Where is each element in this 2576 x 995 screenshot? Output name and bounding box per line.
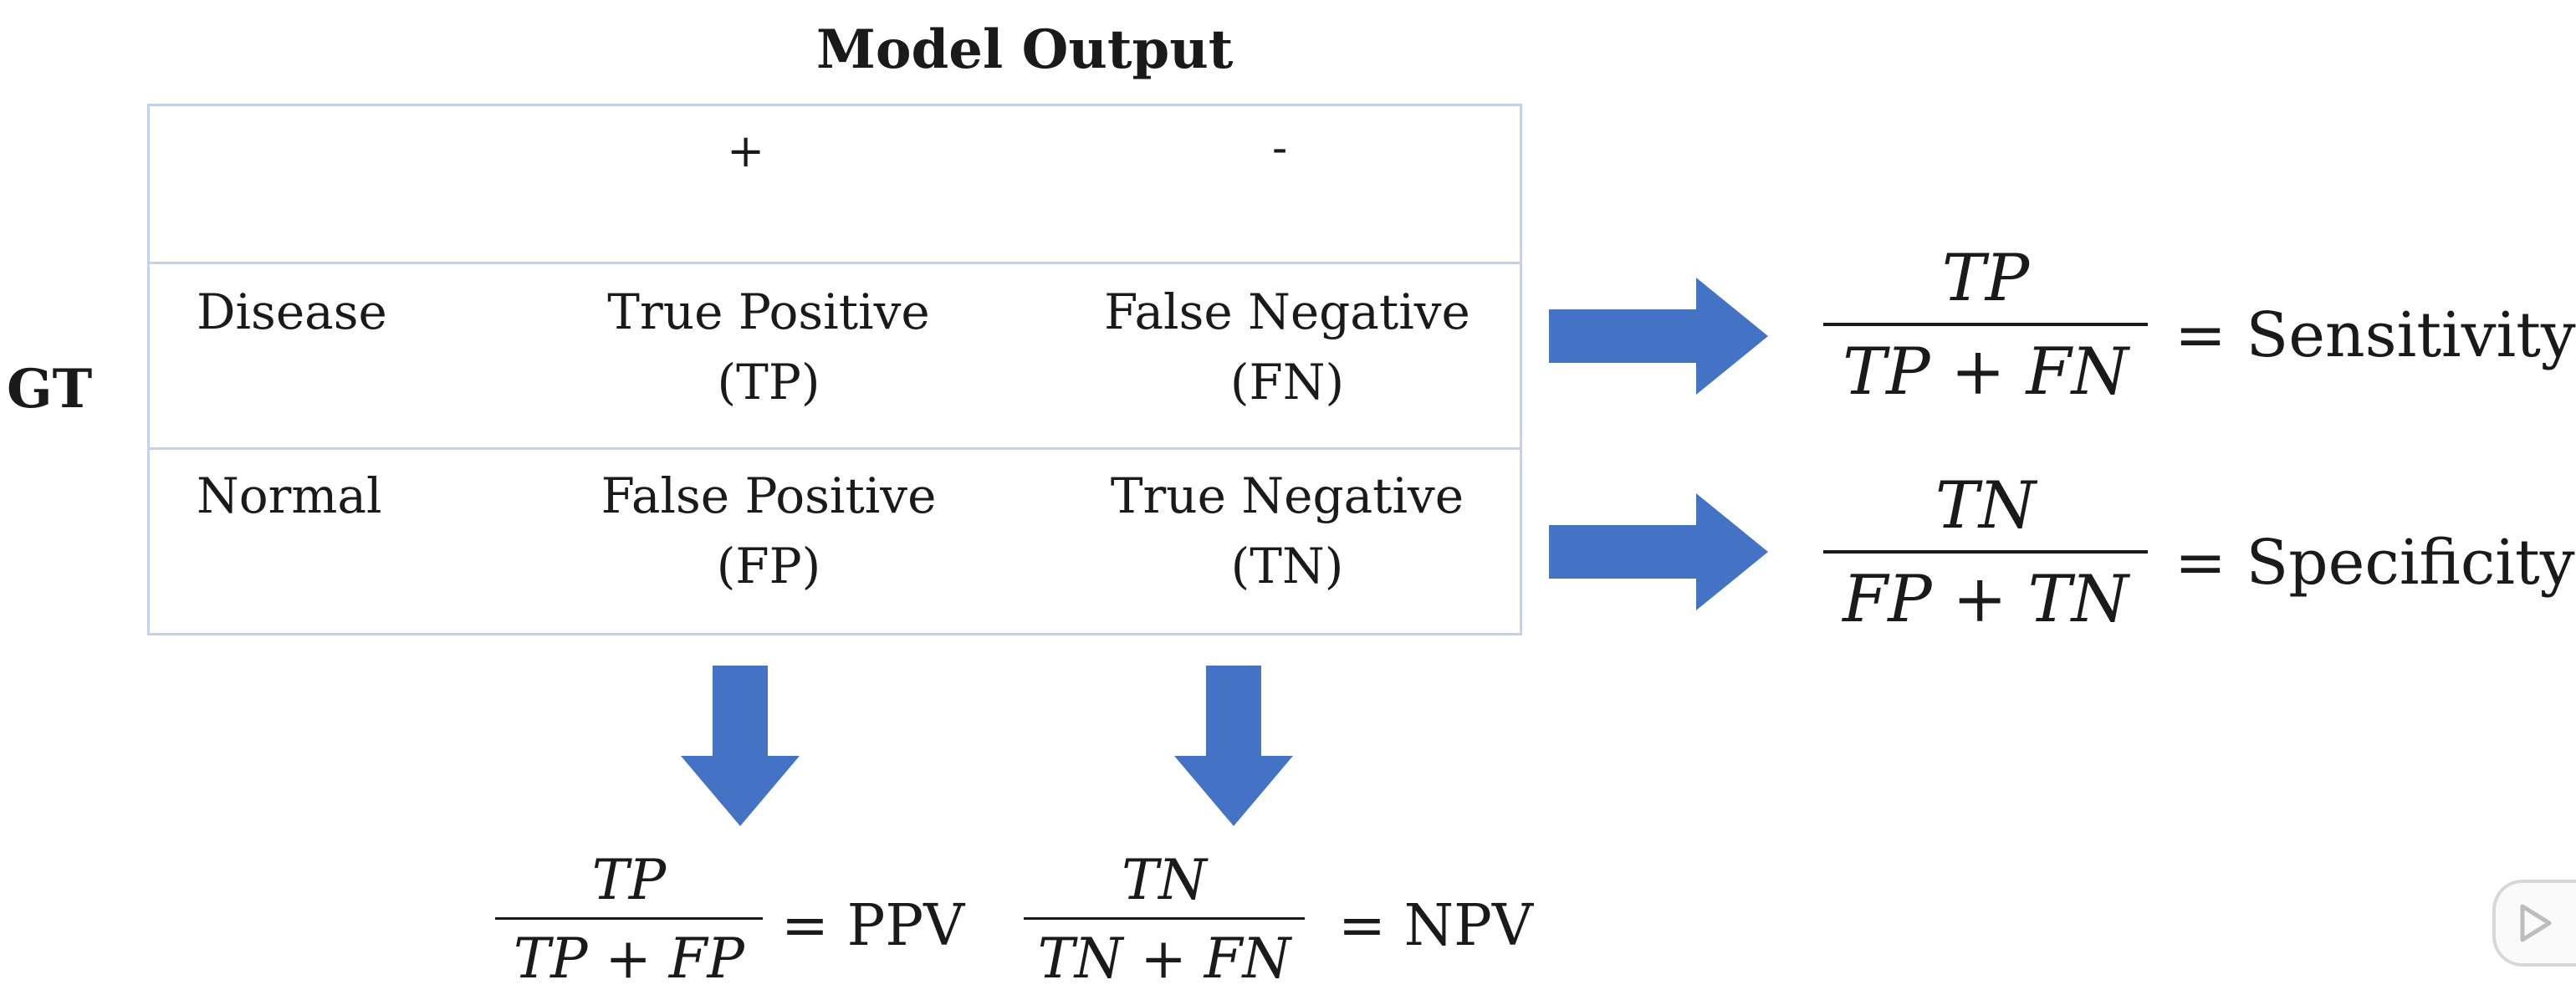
npv-denominator: TN + FN [1037, 926, 1291, 991]
sensitivity-fraction: TP TP + FN [1823, 241, 2148, 410]
npv-fraction-bar [1024, 917, 1305, 920]
specificity-denominator: FP + TN [1843, 562, 2129, 637]
npv-fraction: TN TN + FN [1024, 848, 1305, 991]
cell-false-positive-line2: (FP) [716, 538, 821, 594]
column-header-positive: + [727, 125, 765, 177]
row-label-disease: Disease [197, 283, 387, 340]
play-icon [2520, 904, 2552, 942]
video-player-widget-icon[interactable] [2492, 880, 2576, 967]
specificity-numerator: TN [1935, 468, 2037, 543]
cell-true-negative-line1: True Negative [1110, 467, 1464, 524]
specificity-label: = Specificity [2175, 527, 2575, 599]
play-icon-shape [2520, 904, 2552, 942]
cell-false-negative-line2: (FN) [1229, 354, 1345, 411]
confusion-matrix-table: + - Disease True Positive (TP) False Neg… [147, 104, 1522, 635]
arrow-right-shape [1549, 278, 1768, 395]
specificity-fraction: TN FP + TN [1823, 468, 2148, 637]
cell-false-negative: False Negative (FN) [1070, 277, 1505, 417]
sensitivity-fraction-bar [1823, 323, 2148, 326]
sensitivity-label: = Sensitivity [2175, 299, 2576, 371]
gt-label: GT [7, 358, 93, 421]
ppv-denominator: TP + FP [514, 926, 744, 991]
ppv-numerator: TP [591, 848, 667, 912]
sensitivity-denominator: TP + FN [1843, 334, 2129, 410]
row-label-normal: Normal [197, 467, 382, 524]
ppv-fraction: TP TP + FP [495, 848, 763, 991]
ppv-label: = PPV [781, 893, 965, 959]
row-divider-middle [150, 447, 1520, 450]
arrow-down-shape [681, 666, 800, 826]
model-output-title: Model Output [816, 18, 1234, 81]
arrow-down-icon [1174, 666, 1293, 826]
row-divider-header [150, 262, 1520, 264]
column-header-negative: - [1272, 121, 1288, 174]
cell-true-positive-line1: True Positive [607, 283, 930, 340]
specificity-fraction-bar [1823, 550, 2148, 554]
arrow-right-shape [1549, 493, 1768, 610]
ppv-fraction-bar [495, 917, 763, 920]
cell-true-positive: True Positive (TP) [551, 277, 986, 417]
cell-false-negative-line1: False Negative [1104, 283, 1470, 340]
sensitivity-numerator: TP [1941, 241, 2030, 316]
arrow-right-icon [1549, 493, 1768, 610]
npv-numerator: TN [1122, 848, 1207, 912]
arrow-down-shape [1174, 666, 1293, 826]
cell-true-negative: True Negative (TN) [1070, 461, 1505, 601]
cell-true-positive-line2: (TP) [717, 354, 820, 411]
cell-true-negative-line2: (TN) [1230, 538, 1344, 594]
cell-false-positive-line1: False Positive [601, 467, 937, 524]
arrow-right-icon [1549, 278, 1768, 395]
arrow-down-icon [681, 666, 800, 826]
npv-label: = NPV [1338, 893, 1533, 959]
cell-false-positive: False Positive (FP) [551, 461, 986, 601]
